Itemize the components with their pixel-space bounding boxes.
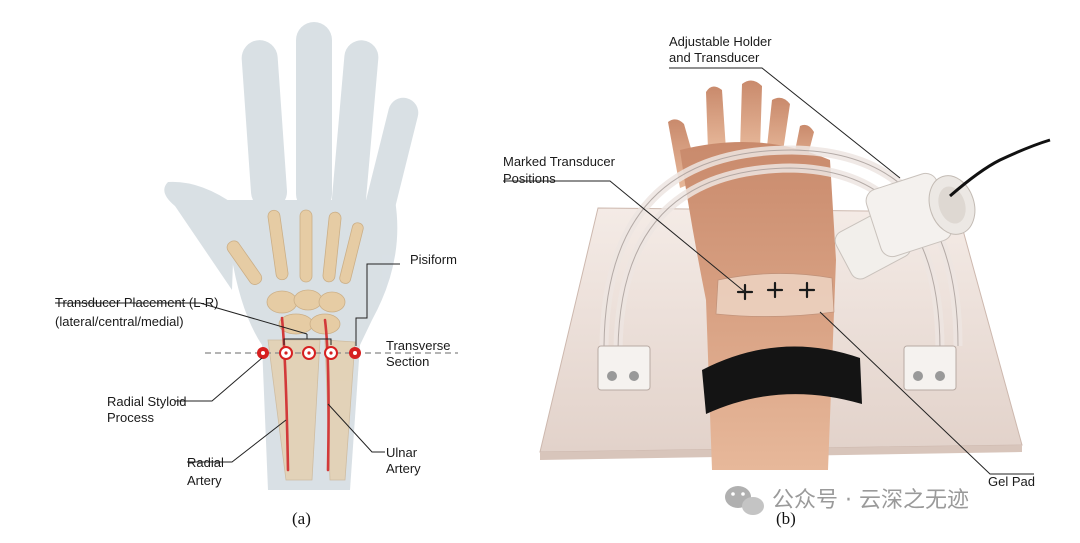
label-process: Process bbox=[107, 410, 154, 425]
arteries bbox=[280, 316, 330, 472]
placement-bracket bbox=[283, 334, 332, 345]
wechat-icon bbox=[725, 486, 764, 515]
label-transducer-placement-sub: (lateral/central/medial) bbox=[55, 314, 184, 329]
leader-lines-a bbox=[55, 263, 400, 463]
hand-bones bbox=[226, 209, 364, 481]
transducer-markers bbox=[257, 346, 361, 360]
caption-b: (b) bbox=[776, 509, 796, 528]
caption-a: (a) bbox=[292, 509, 311, 528]
label-transducer-placement: Transducer Placement (L-R) bbox=[55, 295, 219, 310]
transducer-cable bbox=[949, 138, 1051, 198]
panel-b-device-photo: Adjustable Holder and Transducer Marked … bbox=[503, 34, 1051, 528]
radial-artery-line bbox=[280, 316, 290, 472]
label-positions: Positions bbox=[503, 171, 556, 186]
arch-brackets bbox=[597, 345, 957, 391]
adjustable-holder bbox=[834, 172, 976, 280]
label-pisiform: Pisiform bbox=[410, 252, 457, 267]
label-adjustable-holder: Adjustable Holder bbox=[669, 34, 772, 49]
label-radial-artery: Artery bbox=[187, 473, 222, 488]
watermark: 公众号 · 云深之无迹 bbox=[725, 486, 969, 515]
ulnar-artery-line bbox=[323, 318, 330, 472]
label-ulnar-artery: Artery bbox=[386, 461, 421, 476]
leader-lines-b bbox=[503, 67, 1034, 475]
label-marked-transducer: Marked Transducer bbox=[503, 154, 616, 169]
label-section: Section bbox=[386, 354, 429, 369]
label-and-transducer: and Transducer bbox=[669, 50, 760, 65]
velcro-strap bbox=[702, 346, 862, 414]
label-gel-pad: Gel Pad bbox=[988, 474, 1035, 489]
label-transverse: Transverse bbox=[386, 338, 451, 353]
label-radial-styloid: Radial Styloid bbox=[107, 394, 187, 409]
label-ulnar: Ulnar bbox=[386, 445, 418, 460]
watermark-text: 公众号 · 云深之无迹 bbox=[772, 488, 969, 513]
panel-a-wrist-diagram: Transducer Placement (L-R) (lateral/cent… bbox=[55, 22, 458, 528]
label-radial: Radial bbox=[187, 455, 224, 470]
